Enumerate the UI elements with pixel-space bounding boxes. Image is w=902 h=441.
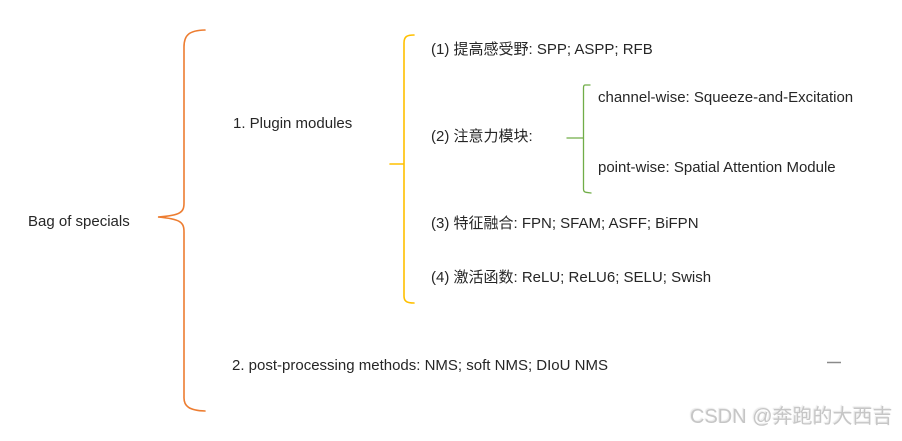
plugin-brace-icon bbox=[389, 34, 415, 304]
plugin-item-activation: (4) 激活函数: ReLU; ReLU6; SELU; Swish bbox=[431, 269, 712, 286]
branch-plugin-label: 1. Plugin modules bbox=[233, 115, 353, 132]
root-brace-icon bbox=[157, 29, 206, 412]
plugin-item-attention: (2) 注意力模块: bbox=[431, 128, 533, 145]
plugin-item-receptive-field: (1) 提高感受野: SPP; ASPP; RFB bbox=[431, 41, 653, 58]
attention-brace-icon bbox=[566, 84, 592, 194]
root-label: Bag of specials bbox=[28, 213, 130, 230]
branch-postprocessing-label: 2. post-processing methods: NMS; soft NM… bbox=[232, 357, 608, 374]
plugin-item-feature-fusion: (3) 特征融合: FPN; SFAM; ASFF; BiFPN bbox=[431, 215, 699, 232]
attention-child-point-wise: point-wise: Spatial Attention Module bbox=[598, 159, 836, 176]
attention-child-channel-wise: channel-wise: Squeeze-and-Excitation bbox=[598, 89, 854, 106]
csdn-watermark: CSDN @奔跑的大西吉 bbox=[690, 406, 893, 428]
